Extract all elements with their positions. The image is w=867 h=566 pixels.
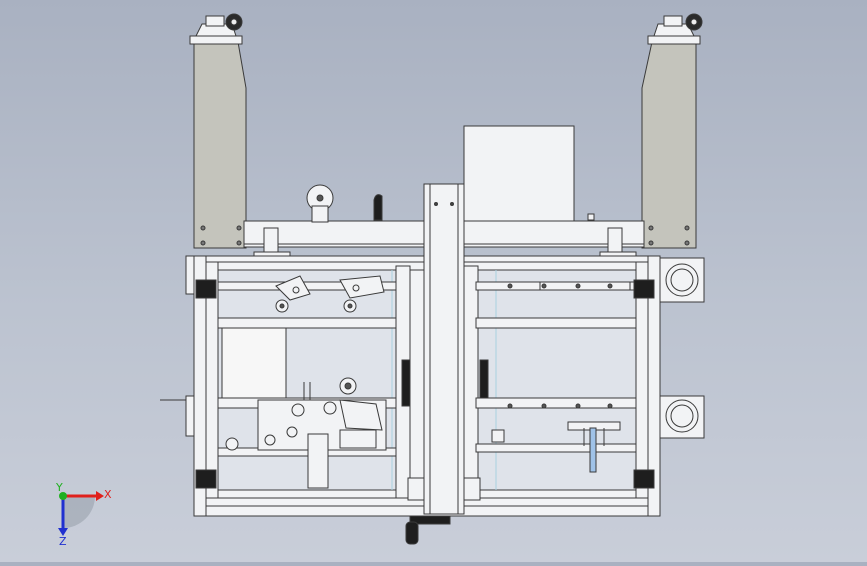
right-roller-column: [641, 13, 703, 249]
hinge-tr: [633, 279, 655, 299]
axis-x-label: X: [104, 488, 112, 501]
hinge-br: [633, 469, 655, 489]
top-control-box: [463, 125, 575, 223]
axis-triad: X Y Z: [55, 481, 112, 548]
hinge-bl: [195, 469, 217, 489]
central-column: [407, 183, 481, 515]
top-black-handle: [373, 194, 383, 221]
upper-left-mechanism: [275, 275, 385, 313]
right-lower-mechanism: [491, 403, 621, 473]
right-upper-mechanism: [507, 281, 631, 291]
hinge-tl: [195, 279, 217, 299]
crank-handle: [405, 515, 451, 545]
left-roller-column: [189, 13, 247, 249]
axis-y-label: Y: [55, 481, 63, 494]
lower-left-mechanism: [225, 377, 387, 489]
top-idler-roller: [306, 184, 334, 223]
right-door: [463, 265, 637, 499]
right-upper-wheel: [659, 257, 705, 303]
axis-z-label: Z: [59, 535, 67, 548]
right-lower-wheel: [659, 395, 705, 439]
